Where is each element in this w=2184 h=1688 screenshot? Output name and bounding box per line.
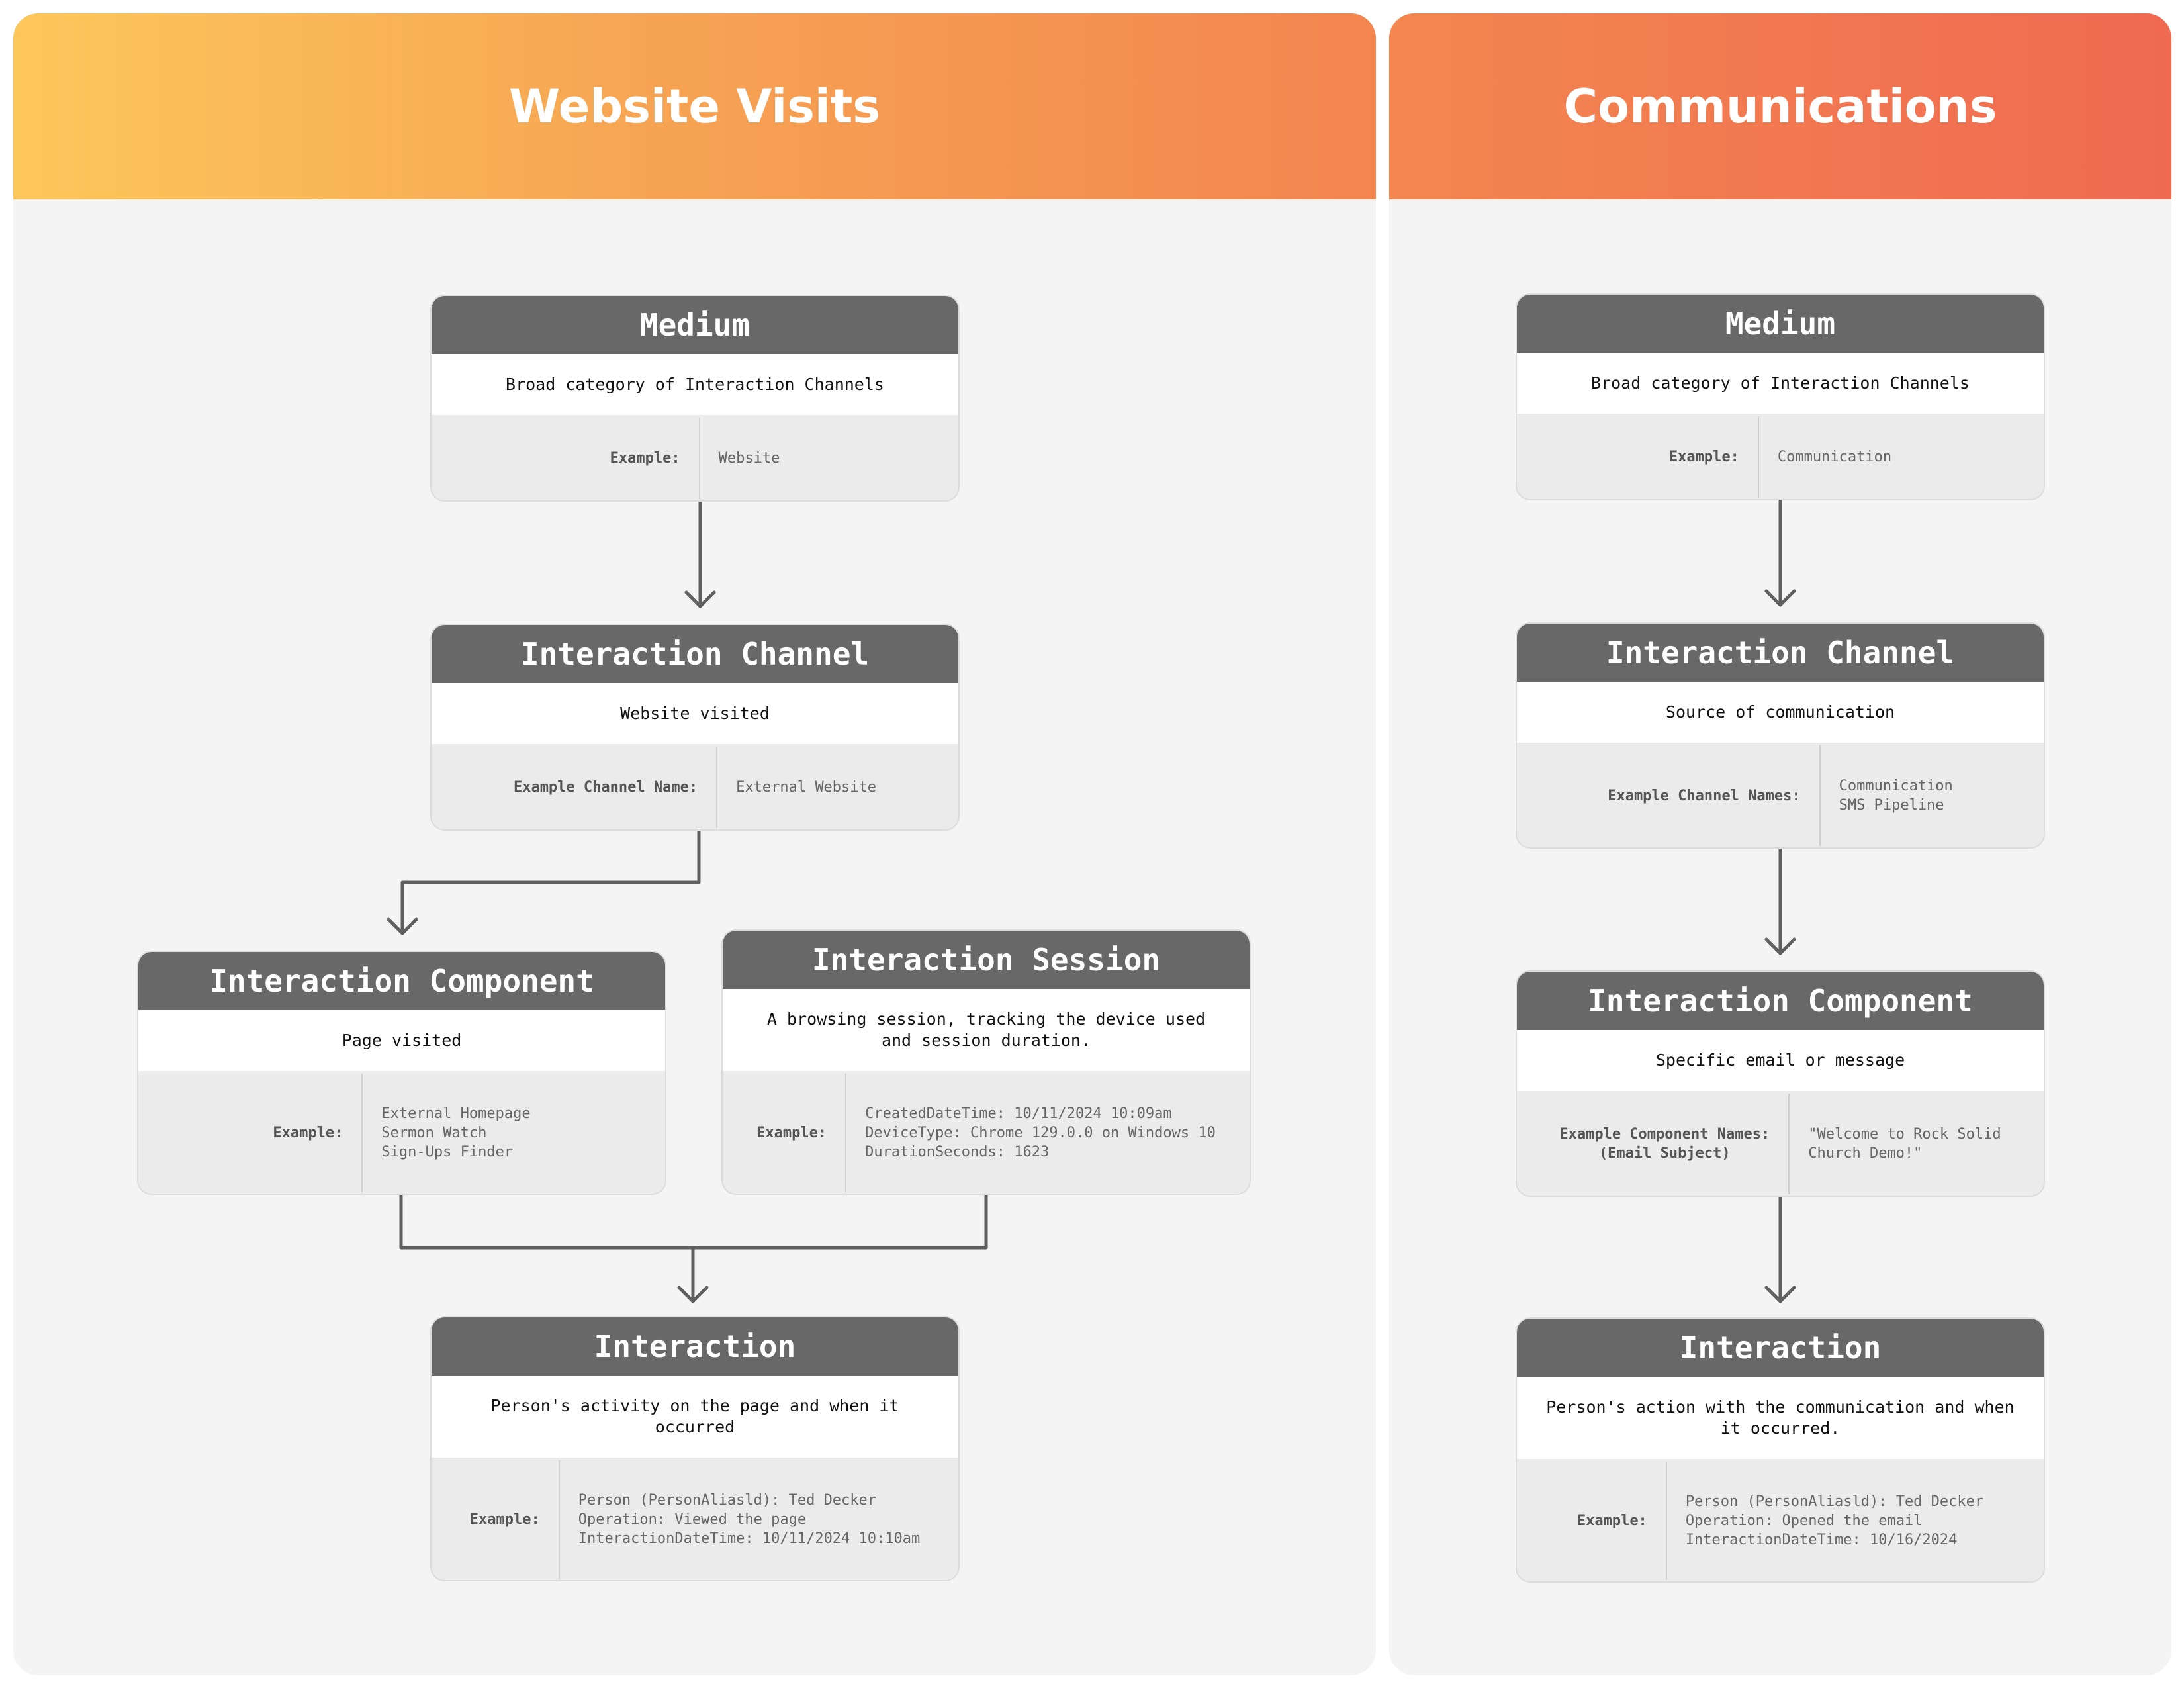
example-separator (1788, 1094, 1790, 1194)
example-label: Example: (1576, 1513, 1647, 1529)
website-visits-header: Website Visits (13, 13, 1376, 199)
card-description: Specific email or message (1517, 1030, 2044, 1091)
card-example: Example: Website (432, 415, 958, 500)
card-example: Example Component Names: (Email Subject)… (1517, 1091, 2044, 1196)
card-example: Example: Person (PersonAliasld): Ted Dec… (432, 1458, 958, 1580)
example-separator (698, 418, 700, 499)
card-description: A browsing session, tracking the device … (723, 989, 1250, 1071)
example-value: Sign-Ups Finder (381, 1144, 514, 1160)
card-example: Example: Person (PersonAliasld): Ted Dec… (1517, 1459, 2044, 1581)
example-label: Example: (610, 450, 680, 467)
card-example: Example: External Homepage Sermon Watch … (138, 1071, 665, 1194)
comm-interaction-card: Interaction Person's action with the com… (1516, 1317, 2045, 1583)
interaction-component-card: Interaction Component Page visited Examp… (137, 951, 666, 1195)
card-title: Interaction Channel (1517, 624, 2044, 682)
website-visits-title: Website Visits (509, 79, 880, 134)
example-values: External Homepage Sermon Watch Sign-Ups … (363, 1104, 530, 1162)
example-value: DeviceType: Chrome 129.0.0 on Windows 10 (865, 1125, 1216, 1141)
example-label-line: (Email Subject) (1598, 1145, 1731, 1162)
card-description: Person's action with the communication a… (1517, 1377, 2044, 1459)
example-label: Example Component Names: (Email Subject) (1559, 1125, 1788, 1163)
example-value: Operation: Opened the email (1685, 1513, 1923, 1529)
example-value: Church Demo!" (1808, 1145, 1923, 1162)
example-label-line: Example Component Names: (1559, 1126, 1770, 1143)
communications-header: Communications (1389, 13, 2171, 199)
example-value: Website (718, 450, 780, 467)
example-value: External Homepage (381, 1105, 531, 1122)
example-separator (1819, 745, 1821, 846)
card-description: Page visited (138, 1010, 665, 1071)
example-value: Person (PersonAliasld): Ted Decker (578, 1492, 877, 1509)
card-example: Example: CreatedDateTime: 10/11/2024 10:… (723, 1071, 1250, 1194)
example-label: Example: (469, 1511, 540, 1528)
example-separator (845, 1074, 847, 1192)
example-value: "Welcome to Rock Solid (1808, 1126, 2001, 1143)
card-title: Interaction (432, 1317, 958, 1376)
example-values: Person (PersonAliasld): Ted Decker Opera… (560, 1491, 921, 1548)
card-title: Interaction Channel (432, 625, 958, 683)
card-description: Broad category of Interaction Channels (432, 354, 958, 415)
card-description: Source of communication (1517, 682, 2044, 743)
card-title: Interaction (1517, 1319, 2044, 1377)
interaction-channel-card: Interaction Channel Website visited Exam… (430, 624, 960, 831)
example-value: DurationSeconds: 1623 (865, 1144, 1050, 1160)
example-label: Example: (273, 1125, 343, 1141)
example-separator (1757, 416, 1759, 498)
arrowhead-medium-to-channel (684, 590, 716, 608)
card-description: Broad category of Interaction Channels (1517, 353, 2044, 414)
card-example: Example Channel Name: External Website (432, 744, 958, 829)
card-example: Example Channel Names: Communication SMS… (1517, 743, 2044, 847)
example-values: CreatedDateTime: 10/11/2024 10:09am Devi… (846, 1104, 1216, 1162)
example-label: Example Channel Names: (1608, 787, 1801, 804)
comm-medium-card: Medium Broad category of Interaction Cha… (1516, 293, 2045, 500)
comm-interaction-component-card: Interaction Component Specific email or … (1516, 970, 2045, 1197)
medium-card: Medium Broad category of Interaction Cha… (430, 295, 960, 502)
example-separator (361, 1074, 363, 1192)
example-value: SMS Pipeline (1839, 797, 1944, 814)
interaction-card: Interaction Person's activity on the pag… (430, 1316, 960, 1581)
example-value: Operation: Viewed the page (578, 1511, 807, 1528)
arrowhead-channel-to-component (387, 917, 418, 935)
arrow-component-to-interaction (399, 1193, 988, 1250)
example-value: Communication (1839, 778, 1953, 794)
card-title: Medium (432, 296, 958, 354)
communications-title: Communications (1563, 79, 1997, 134)
example-separator (716, 747, 718, 828)
example-values: Communication (1759, 447, 1891, 467)
example-label: Example: (756, 1125, 827, 1141)
arrowhead-merge-to-interaction (677, 1286, 709, 1303)
card-title: Interaction Component (138, 952, 665, 1010)
card-example: Example: Communication (1517, 414, 2044, 499)
example-value: Sermon Watch (381, 1125, 487, 1141)
example-label: Example: (1668, 449, 1739, 465)
example-values: Person (PersonAliasld): Ted Decker Opera… (1667, 1492, 1983, 1550)
example-label: Example Channel Name: (513, 779, 698, 796)
example-value: InteractionDateTime: 10/11/2024 10:10am (578, 1530, 921, 1547)
example-value: InteractionDateTime: 10/16/2024 (1685, 1532, 1958, 1548)
arrowhead-comm-channel-to-component (1764, 937, 1796, 955)
card-description: Website visited (432, 683, 958, 744)
card-title: Medium (1517, 295, 2044, 353)
example-value: External Website (736, 779, 877, 796)
card-title: Interaction Component (1517, 972, 2044, 1030)
example-separator (1665, 1462, 1667, 1580)
example-value: Communication (1777, 449, 1892, 465)
example-values: Website (700, 449, 780, 468)
example-value: Person (PersonAliasld): Ted Decker (1685, 1493, 1984, 1510)
arrowhead-comm-component-to-interaction (1764, 1286, 1796, 1303)
example-values: Communication SMS Pipeline (1821, 776, 1953, 815)
example-values: External Website (717, 778, 876, 797)
arrow-channel-to-component (400, 829, 701, 935)
interaction-session-card: Interaction Session A browsing session, … (721, 929, 1251, 1195)
arrowhead-comm-medium-to-channel (1764, 589, 1796, 607)
card-description: Person's activity on the page and when i… (432, 1376, 958, 1458)
example-separator (558, 1460, 560, 1579)
example-value: CreatedDateTime: 10/11/2024 10:09am (865, 1105, 1172, 1122)
example-values: "Welcome to Rock Solid Church Demo!" (1790, 1125, 2001, 1163)
card-title: Interaction Session (723, 931, 1250, 989)
comm-interaction-channel-card: Interaction Channel Source of communicat… (1516, 622, 2045, 849)
